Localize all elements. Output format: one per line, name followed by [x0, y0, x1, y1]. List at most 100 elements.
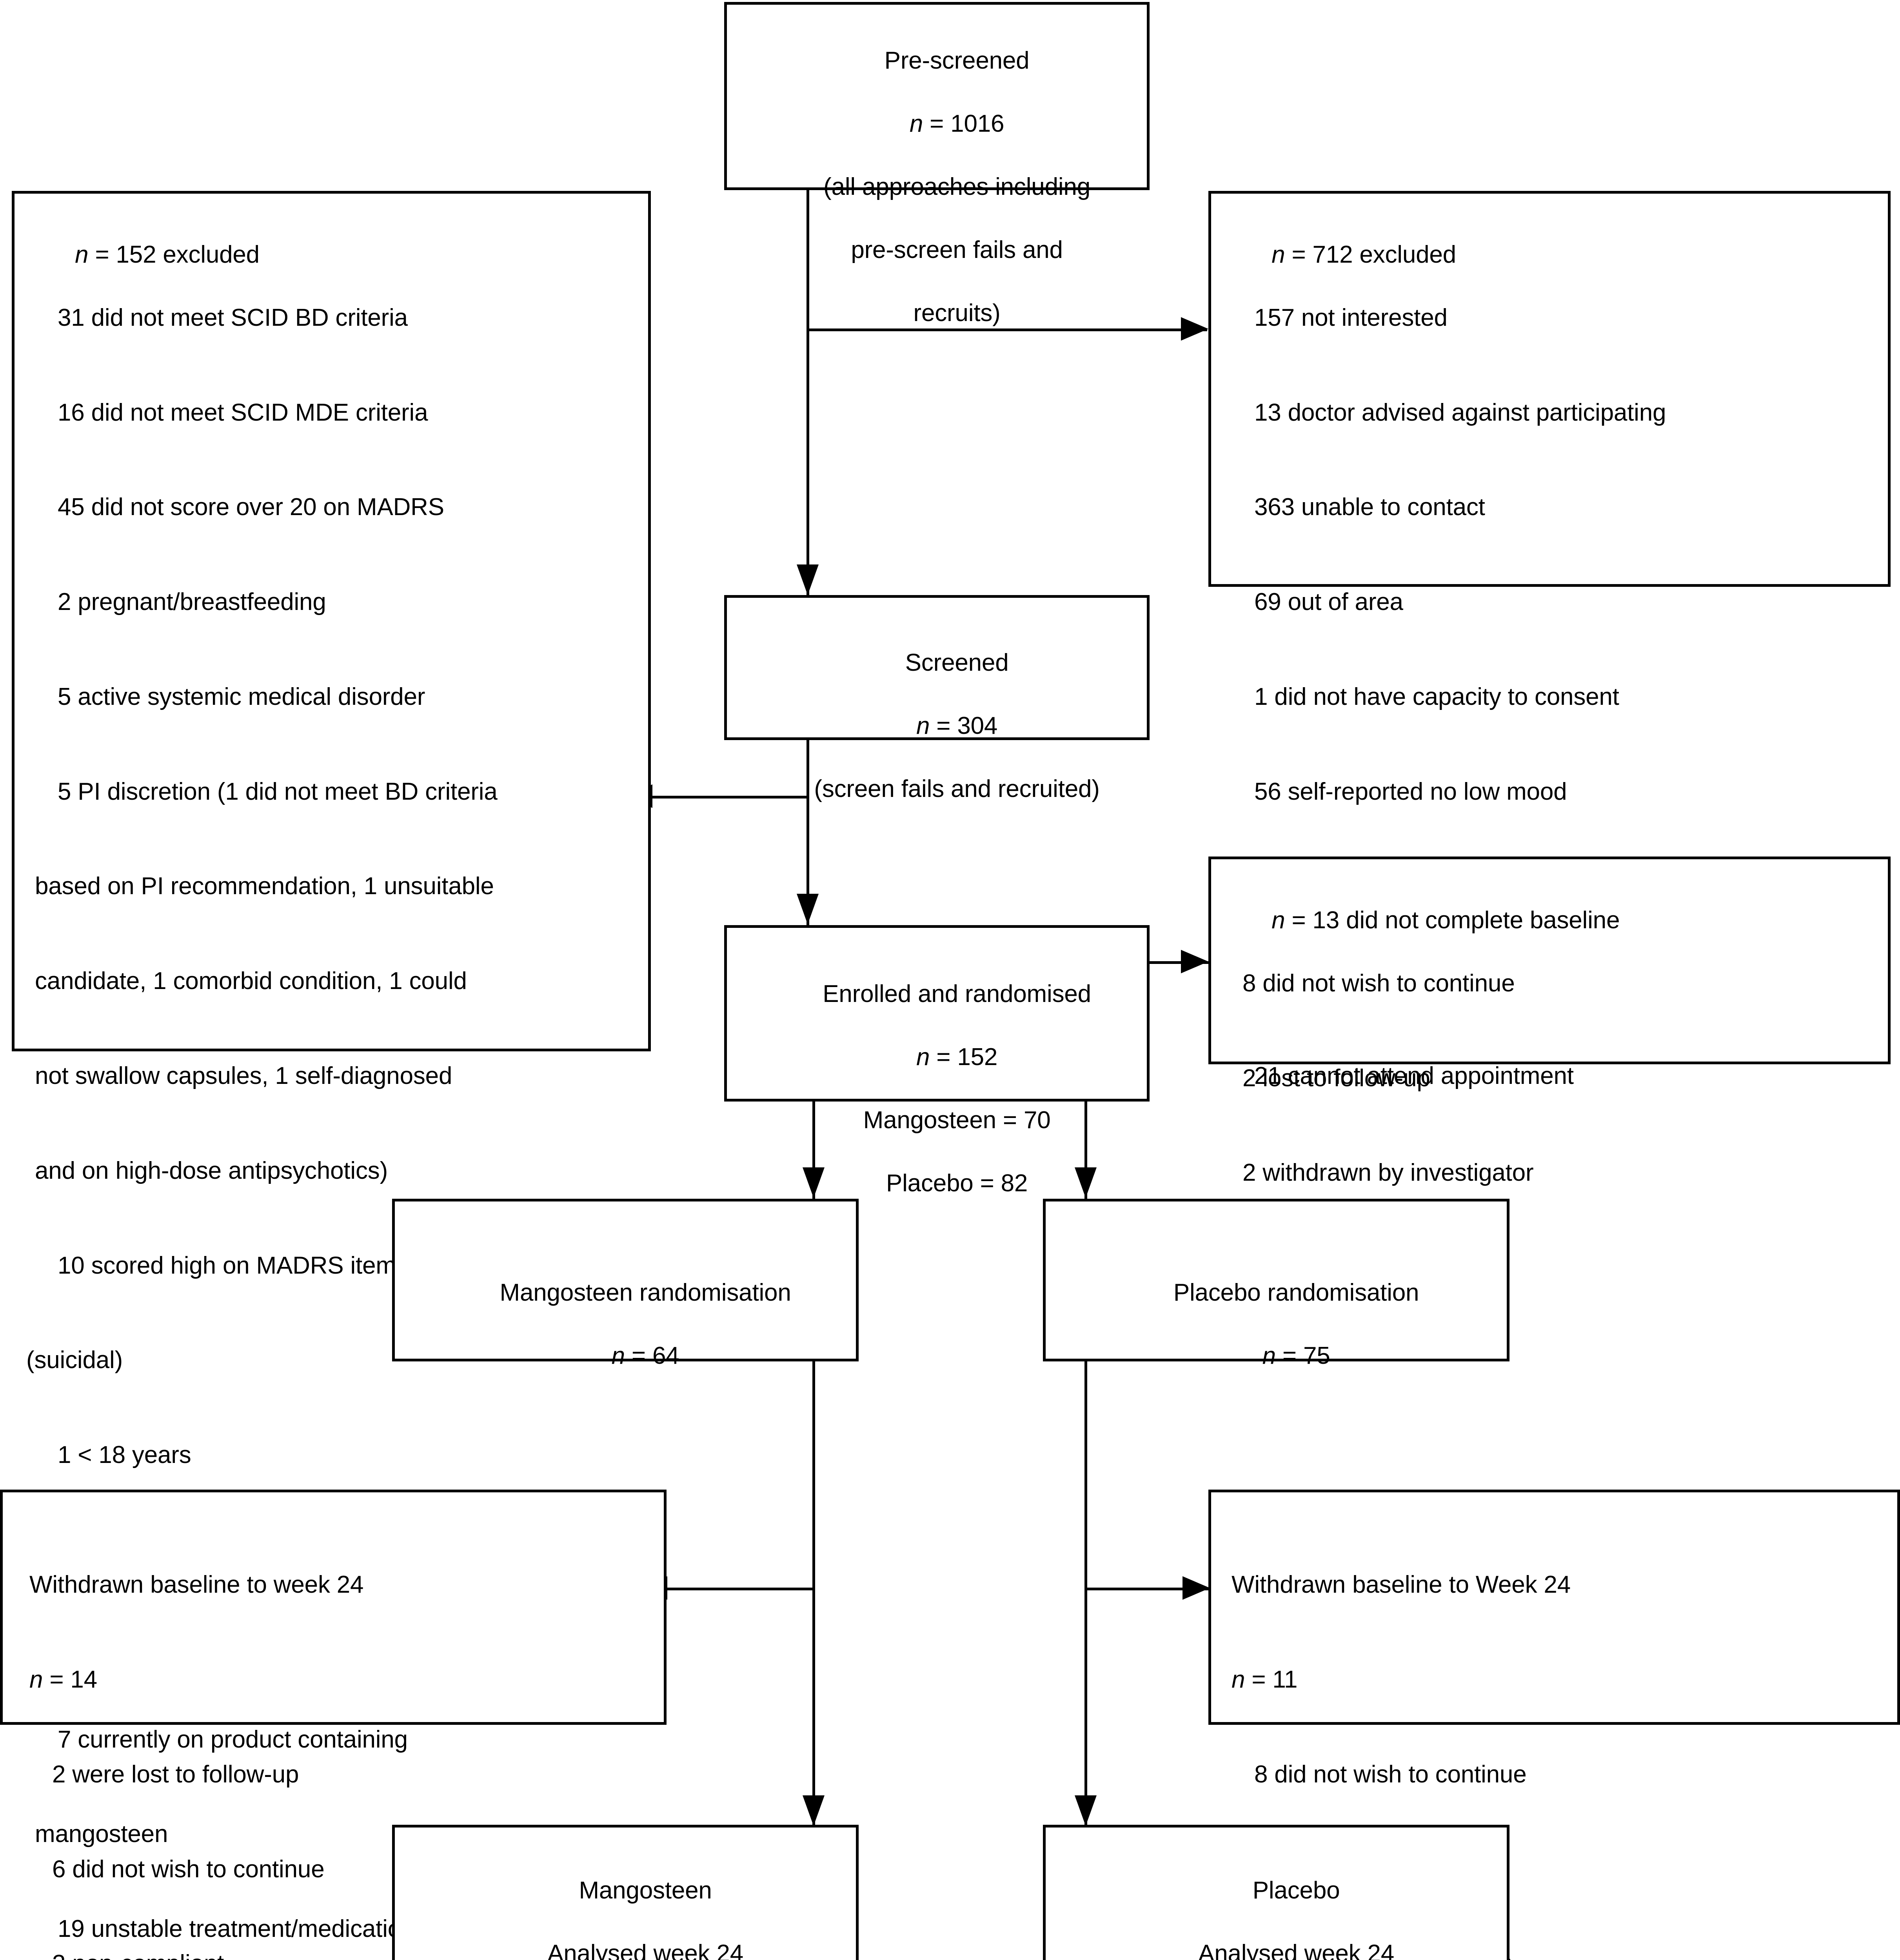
excluded-left-item: 2 pregnant/breastfeeding [58, 588, 326, 616]
connector-screened-to-enrolled [807, 699, 809, 926]
excluded-left-item: 16 did not meet SCID MDE criteria [58, 399, 428, 426]
baseline-dropout-n-symbol: n [1272, 906, 1285, 934]
excluded-right-item: 13 doctor advised against participating [1254, 399, 1666, 426]
pre-screened-note-1: (all approaches including [823, 173, 1091, 200]
node-mangosteen-analysed-week24[interactable]: Mangosteen Analysed week 24 n = 50 [392, 1825, 859, 1960]
placebo-rand-label: Placebo randomisation [1173, 1279, 1419, 1306]
node-mangosteen-randomisation[interactable]: Mangosteen randomisation n = 64 [392, 1199, 859, 1369]
arrowhead-mangosteen-rand [803, 1167, 825, 1198]
node-excluded-right[interactable]: n = 712 excluded 157 not interested 13 d… [1208, 191, 1891, 1089]
connector-placebo-rand-to-w24 [1084, 1360, 1087, 1827]
excluded-left-n-value: = 152 excluded [88, 241, 260, 268]
withdrawn-mangosteen-item: 2 were lost to follow-up [52, 1760, 299, 1788]
excluded-left-item: (suicidal) [26, 1347, 123, 1374]
node-withdrawn-placebo-week24[interactable]: Withdrawn baseline to Week 24 n = 11 8 d… [1208, 1490, 1900, 1960]
pre-screened-n-symbol: n [909, 110, 923, 137]
connector-to-withdrawn-placebo-24 [1084, 1588, 1210, 1590]
withdrawn-mangosteen-item: 3 non-compliant [29, 1948, 656, 1960]
excluded-right-item: 21 cannot attend appointment [1254, 1062, 1574, 1090]
withdrawn-mangosteen-n-symbol: n [29, 1666, 43, 1693]
baseline-dropout-item: 2 withdrawn by investigator [1242, 1159, 1534, 1187]
placebo-rand-n-value: = 75 [1275, 1342, 1330, 1369]
withdrawn-placebo-n-value: = 11 [1245, 1666, 1298, 1693]
node-placebo-randomisation[interactable]: Placebo randomisation n = 75 [1043, 1199, 1509, 1369]
baseline-dropout-item: 8 did not wish to continue [1242, 969, 1515, 997]
enrolled-label: Enrolled and randomised [823, 980, 1091, 1007]
excluded-left-item: 45 did not score over 20 on MADRS [58, 494, 444, 521]
baseline-dropout-n-value: = 13 did not complete baseline [1285, 906, 1620, 934]
excluded-left-item: 31 did not meet SCID BD criteria [58, 304, 408, 331]
mangosteen-w24-arm: Mangosteen [579, 1877, 712, 1904]
excluded-left-item: and on high-dose antipsychotics) [35, 1157, 388, 1184]
node-screened[interactable]: Screened n = 304 (screen fails and recru… [724, 595, 1150, 802]
pre-screened-n-value: = 1016 [923, 110, 1004, 137]
arrowhead-placebo-w24 [1075, 1795, 1097, 1826]
excluded-right-n-symbol: n [1272, 241, 1285, 268]
node-placebo-analysed-week24[interactable]: Placebo Analysed week 24 n = 64 [1043, 1825, 1509, 1960]
withdrawn-placebo-item: 8 did not wish to continue [1254, 1760, 1527, 1788]
connector-mangosteen-rand-to-w24 [812, 1360, 815, 1827]
excluded-left-item: 5 PI discretion (1 did not meet BD crite… [58, 778, 498, 805]
screened-n-symbol: n [916, 712, 930, 739]
excluded-right-item: 363 unable to contact [1254, 494, 1485, 521]
mangosteen-w24-label: Analysed week 24 [547, 1940, 744, 1960]
enrolled-mangosteen-count: Mangosteen = 70 [863, 1106, 1051, 1134]
withdrawn-placebo-n: n = 11 [1232, 1664, 1889, 1696]
excluded-right-n-value: = 712 excluded [1285, 241, 1456, 268]
withdrawn-mangosteen-n-value: = 14 [43, 1666, 97, 1693]
arrowhead-baseline-dropout [1181, 950, 1208, 973]
excluded-left-item: 1 < 18 years [58, 1441, 191, 1469]
node-baseline-dropout[interactable]: n = 13 did not complete baseline 8 did n… [1208, 857, 1891, 1281]
arrowhead-screened [797, 564, 819, 595]
node-excluded-left[interactable]: n = 152 excluded 31 did not meet SCID BD… [12, 191, 651, 1942]
excluded-left-item: 7 currently on product containing [58, 1726, 408, 1753]
enrolled-n-value: = 152 [930, 1043, 998, 1071]
withdrawn-placebo-n-symbol: n [1232, 1666, 1245, 1693]
connector-prescreened-to-screened [807, 187, 809, 596]
node-pre-screened[interactable]: Pre-screened n = 1016 (all approaches in… [724, 2, 1150, 327]
arrowhead-withdrawn-placebo-24 [1183, 1576, 1210, 1600]
node-withdrawn-mangosteen-week24[interactable]: Withdrawn baseline to week 24 n = 14 2 w… [0, 1490, 667, 1960]
arrowhead-mangosteen-w24 [803, 1795, 825, 1826]
pre-screened-note-3: recruits) [913, 299, 1001, 327]
arrowhead-placebo-rand [1075, 1167, 1097, 1198]
baseline-dropout-item: 2 lost to follow-up [1242, 1064, 1430, 1092]
excluded-left-item: not swallow capsules, 1 self-diagnosed [35, 1062, 452, 1090]
connector-enrolled-to-placebo-rand [1084, 1065, 1087, 1199]
screened-label: Screened [905, 649, 1009, 676]
placebo-w24-arm: Placebo [1252, 1877, 1340, 1904]
excluded-right-item: 56 self-reported no low mood [1254, 778, 1567, 805]
excluded-right-item: 157 not interested [1254, 304, 1448, 331]
enrolled-placebo-count: Placebo = 82 [886, 1170, 1028, 1197]
screened-note: (screen fails and recruited) [814, 775, 1100, 802]
withdrawn-mangosteen-n: n = 14 [29, 1664, 656, 1696]
mangosteen-rand-label: Mangosteen randomisation [500, 1279, 791, 1306]
withdrawn-placebo-title: Withdrawn baseline to Week 24 [1232, 1571, 1571, 1599]
placebo-w24-label: Analysed week 24 [1198, 1940, 1395, 1960]
connector-to-excluded-right [807, 328, 1207, 331]
excluded-left-item: 5 active systemic medical disorder [58, 683, 425, 710]
arrowhead-enrolled [797, 894, 819, 924]
excluded-right-item: 1 did not have capacity to consent [1254, 683, 1619, 710]
excluded-left-n-symbol: n [75, 241, 89, 268]
withdrawn-mangosteen-item: 6 did not wish to continue [52, 1855, 325, 1883]
excluded-left-item: candidate, 1 comorbid condition, 1 could [35, 967, 467, 995]
screened-n-value: = 304 [930, 712, 998, 739]
excluded-left-item: mangosteen [35, 1820, 168, 1848]
withdrawn-mangosteen-title: Withdrawn baseline to week 24 [29, 1571, 364, 1599]
pre-screened-label: Pre-screened [884, 47, 1030, 74]
pre-screened-note-2: pre-screen fails and [851, 236, 1063, 264]
arrowhead-excluded-right [1181, 317, 1208, 341]
connector-to-excluded-left [651, 796, 808, 799]
connector-to-withdrawn-mango-24 [667, 1588, 814, 1590]
excluded-left-item: 19 unstable treatment/medication [58, 1915, 415, 1943]
mangosteen-rand-n-value: = 64 [625, 1342, 679, 1369]
enrolled-n-symbol: n [916, 1043, 930, 1071]
excluded-left-item: 10 scored high on MADRS item 10 [58, 1252, 430, 1279]
mangosteen-rand-n-symbol: n [611, 1342, 625, 1369]
connector-enrolled-to-mangosteen-rand [812, 1065, 815, 1199]
placebo-rand-n-symbol: n [1262, 1342, 1276, 1369]
node-enrolled-randomised[interactable]: Enrolled and randomised n = 152 Mangoste… [724, 925, 1150, 1197]
excluded-right-item: 69 out of area [1254, 588, 1403, 616]
